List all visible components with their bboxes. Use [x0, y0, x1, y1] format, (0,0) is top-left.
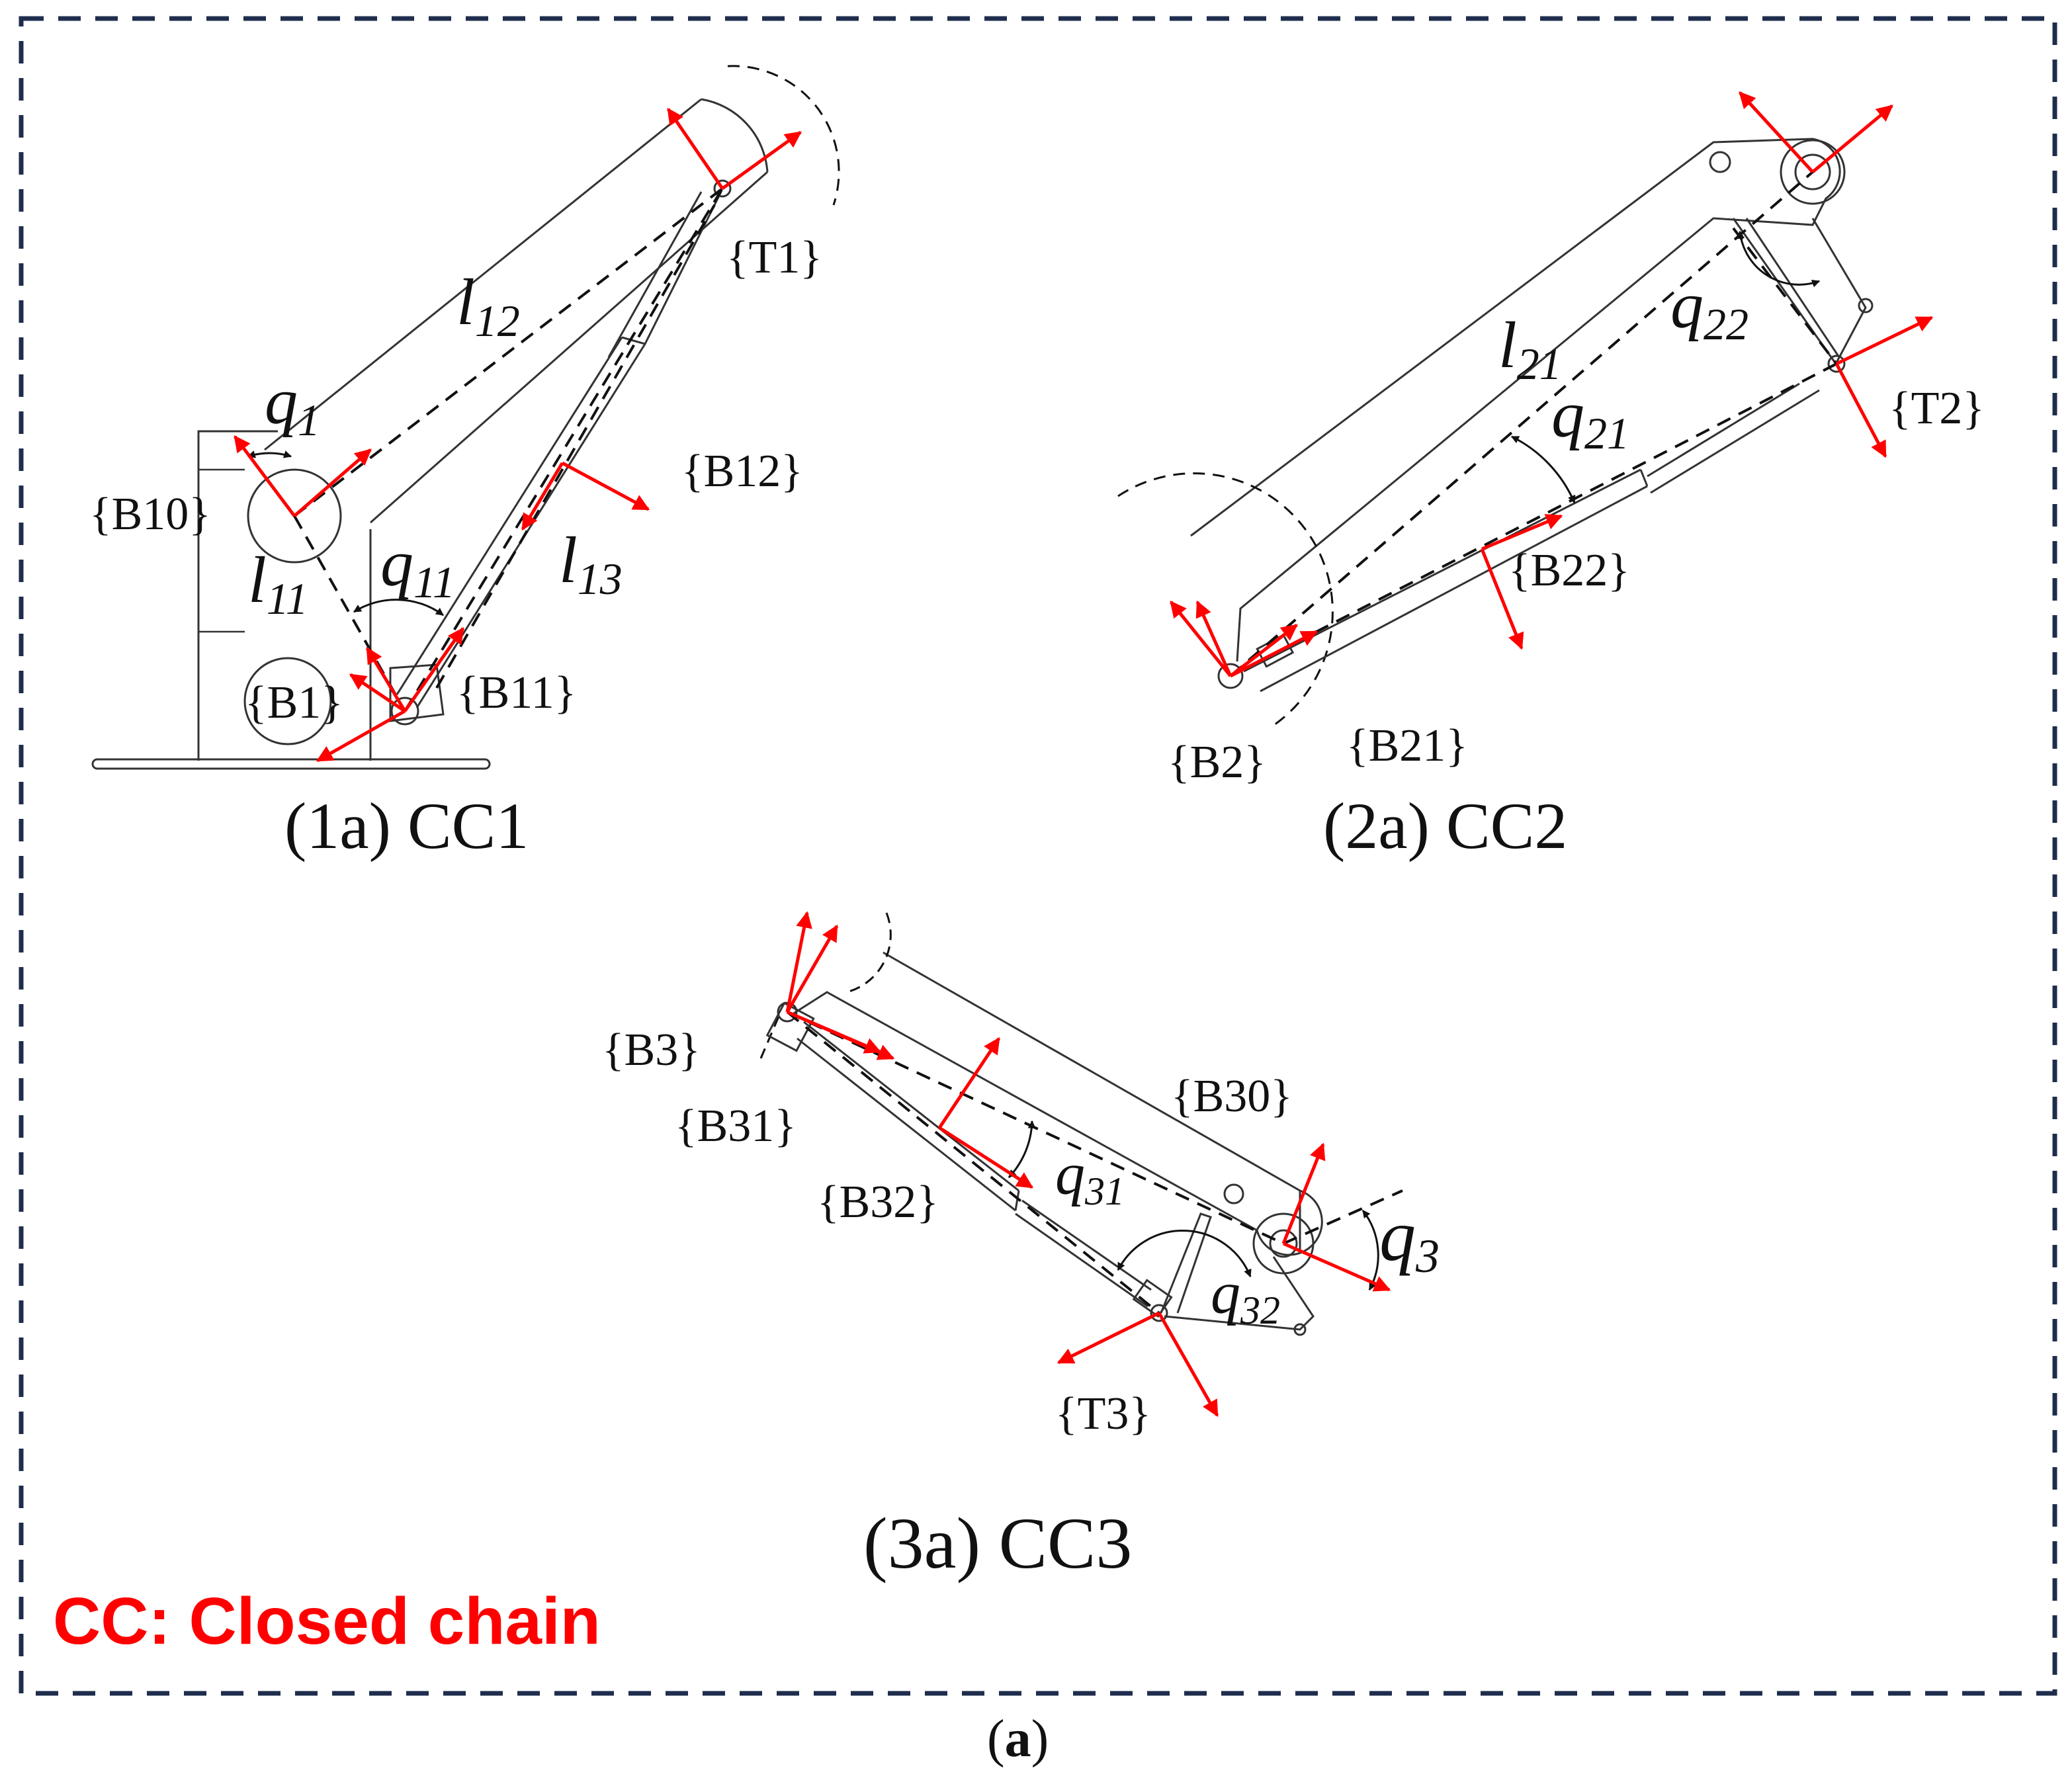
length-label-l13: l13 — [559, 523, 623, 604]
figure-caption: (a) — [987, 1710, 1049, 1768]
length-label-l21: l21 — [1498, 308, 1562, 389]
joint-B2-range — [1117, 472, 1334, 729]
angle-label-q11: q11 — [380, 527, 455, 607]
legend-closed-chain: CC: Closed chain — [53, 1584, 601, 1658]
frame-label-T3: {T3} — [1055, 1388, 1151, 1439]
base-plate — [91, 758, 491, 770]
actuator-mount — [765, 1001, 815, 1052]
angle-label-q22: q22 — [1670, 269, 1748, 349]
frame-label-B31: {B31} — [675, 1101, 797, 1152]
angle-label-q3: q3 — [1379, 1195, 1440, 1283]
actuator-cc3 — [797, 1021, 1152, 1308]
panel-cc2: {T2} {B22} {B2} {B21} l21 q22 q21 (2a) C… — [1117, 91, 1985, 863]
frame-label-T2: {T2} — [1889, 383, 1985, 434]
frame-label-B11: {B11} — [456, 667, 576, 718]
frame-label-B21: {B21} — [1346, 720, 1468, 771]
shoulder-joint — [247, 468, 342, 564]
length-label-l11: l11 — [248, 543, 308, 624]
frame-label-B3: {B3} — [602, 1025, 701, 1076]
frame-label-B32: {B32} — [817, 1177, 939, 1228]
length-label-l12: l12 — [456, 265, 520, 346]
frame-label-B10: {B10} — [89, 489, 211, 540]
dashed-border — [19, 16, 2057, 1696]
frame-label-B2: {B2} — [1168, 737, 1266, 788]
pedestal — [197, 430, 372, 761]
cc3-frame-arrows — [785, 911, 1391, 1418]
tip-linkage — [1732, 218, 1867, 366]
angle-label-q31: q31 — [1055, 1142, 1125, 1213]
cc1-frame-arrows — [234, 107, 802, 763]
actuator-bracket — [389, 663, 445, 722]
frame-label-B30: {B30} — [1171, 1071, 1293, 1122]
frame-label-B1: {B1} — [245, 677, 343, 728]
angle-label-q1: q1 — [265, 364, 320, 445]
frame-label-B12: {B12} — [681, 446, 803, 497]
caption-cc3: (3a) CC3 — [863, 1503, 1132, 1584]
caption-cc2: (2a) CC2 — [1323, 789, 1567, 863]
joint-B3-range — [759, 912, 892, 1059]
angle-label-q21: q21 — [1551, 378, 1629, 458]
frame-label-T1: {T1} — [726, 232, 822, 283]
panel-cc1: {T1} {B10} {B1} {B11} {B12} l12 l11 l13 … — [89, 65, 840, 863]
joint-T1-range — [727, 65, 840, 206]
boom-link-cc3 — [790, 951, 1323, 1256]
angle-label-q32: q32 — [1211, 1261, 1280, 1332]
actuator-l13 — [396, 191, 722, 708]
frame-label-B22: {B22} — [1508, 545, 1630, 596]
actuator-cc2 — [1243, 382, 1820, 693]
panel-cc3: {B3} {B31} {B30} {B32} {T3} q31 q3 q32 (… — [602, 911, 1440, 1584]
base-joint-circle — [243, 657, 332, 745]
cc2-frame-arrows — [1170, 91, 1934, 678]
caption-cc1: (1a) CC1 — [284, 789, 529, 863]
